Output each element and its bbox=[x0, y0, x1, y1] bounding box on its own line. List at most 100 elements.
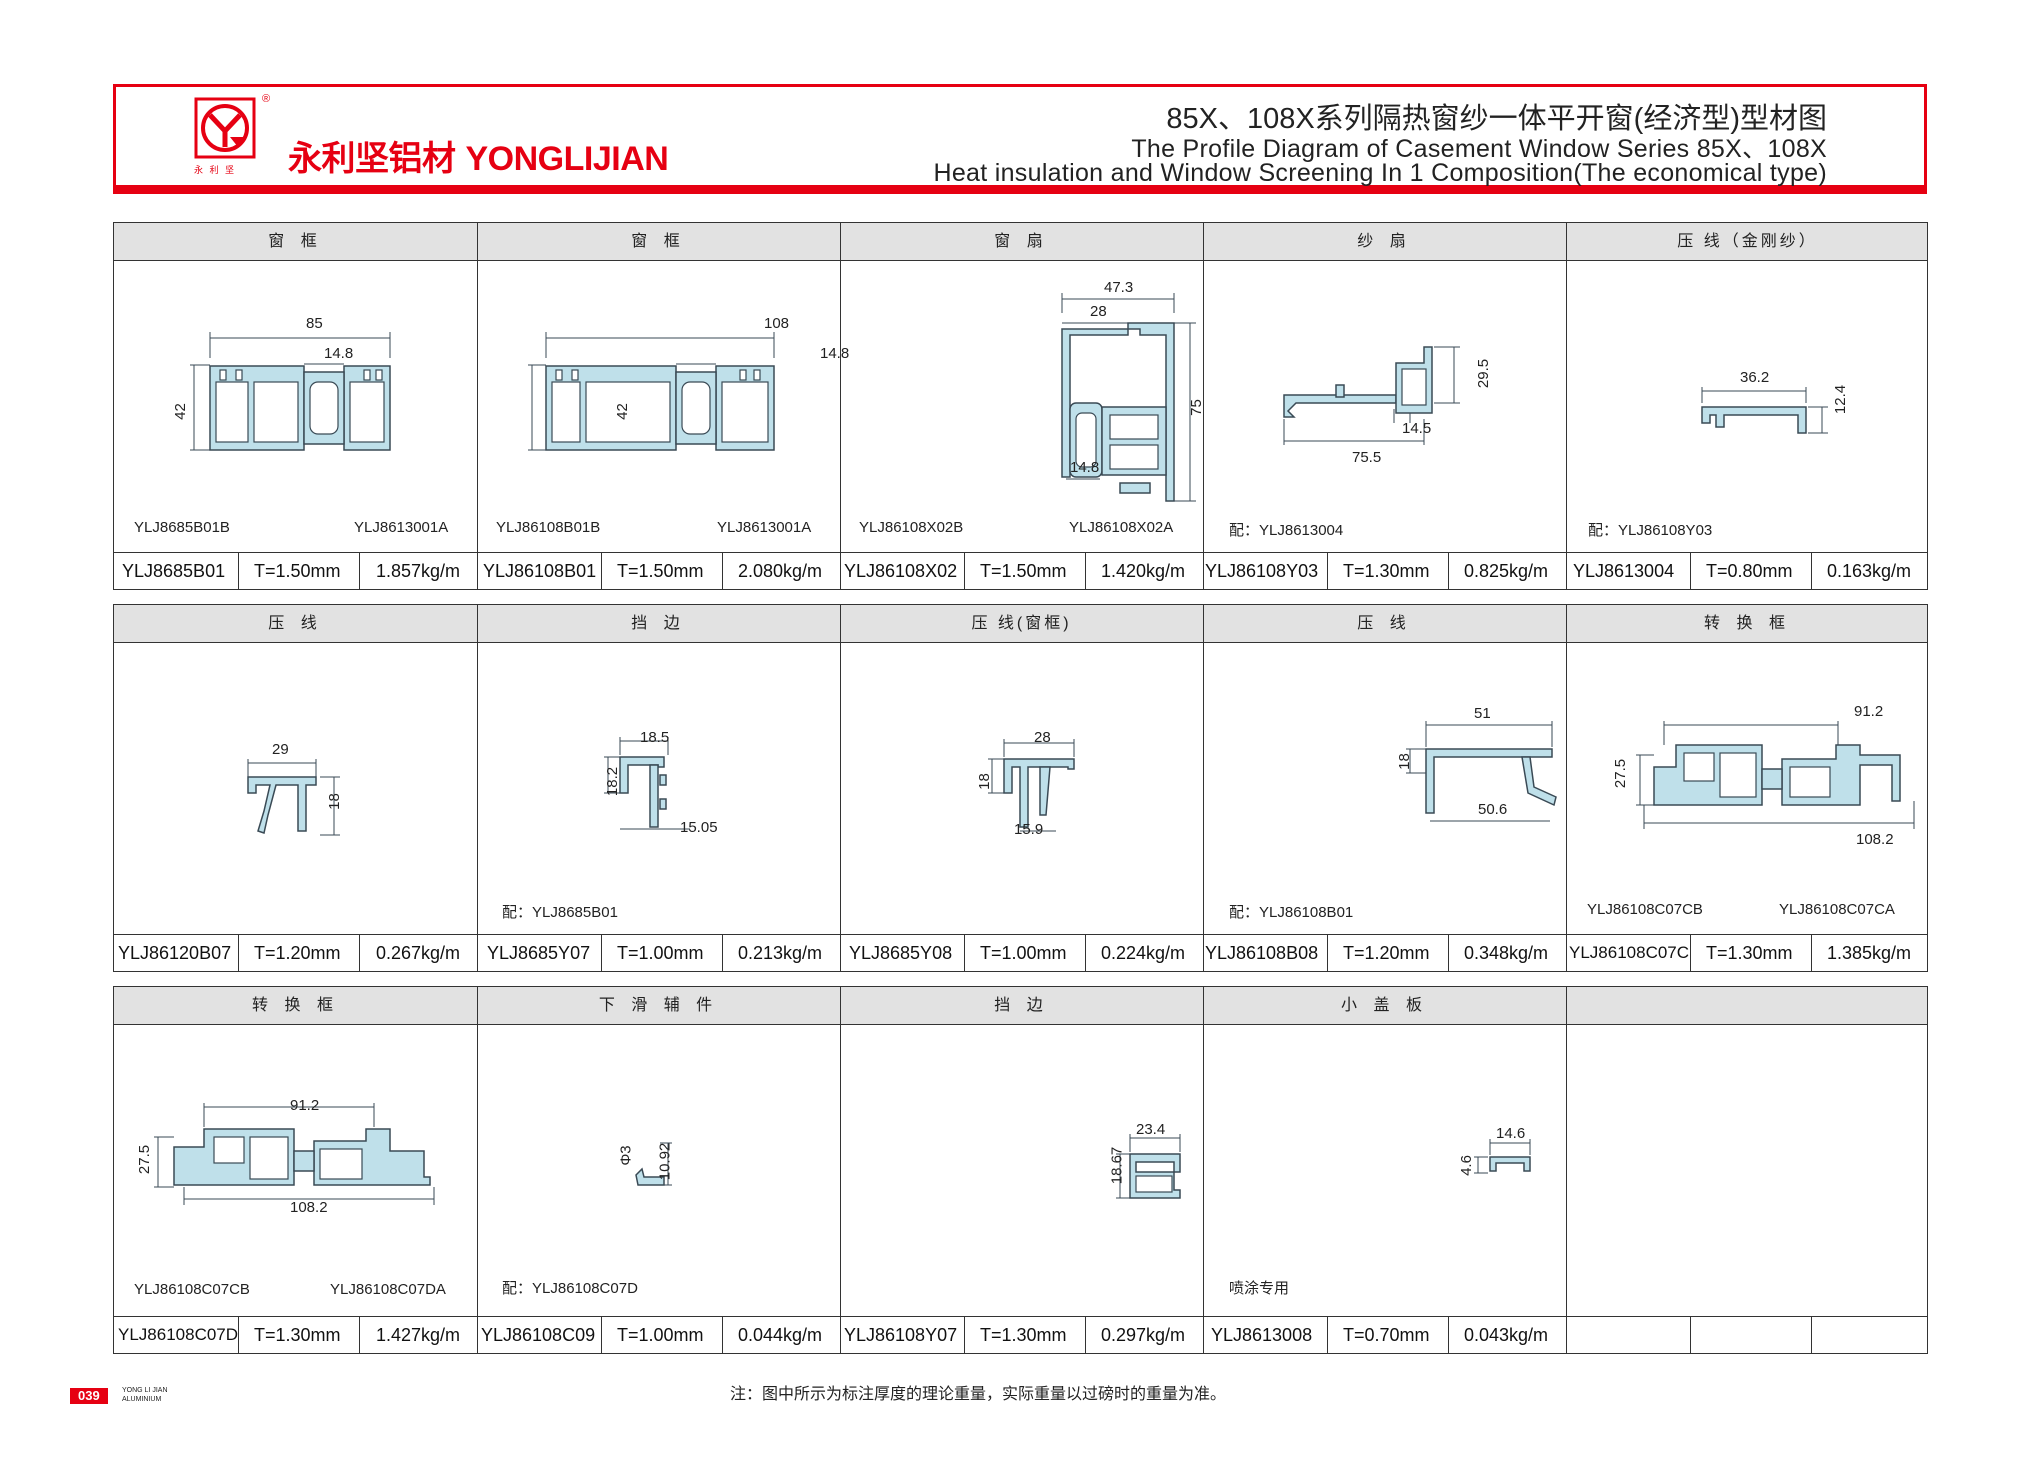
page-number: 039 bbox=[70, 1388, 108, 1404]
cell-title: 下 滑 辅 件 bbox=[598, 997, 719, 1014]
part-label: 喷涂专用 bbox=[1229, 1280, 1290, 1297]
dimension-label: 28 bbox=[1034, 729, 1051, 746]
dimension-label: 14.8 bbox=[820, 345, 850, 362]
dimension-label: 15.05 bbox=[680, 819, 718, 836]
product-code: YLJ86108X02 bbox=[844, 561, 958, 581]
logo-chars: 永 利 坚 bbox=[194, 165, 237, 175]
profile-drawing bbox=[604, 737, 690, 830]
weight: 0.213kg/m bbox=[738, 943, 823, 963]
cell-title: 压 线（金刚纱） bbox=[1677, 233, 1818, 250]
weight: 0.043kg/m bbox=[1464, 1325, 1549, 1345]
part-label: 配：YLJ8685B01 bbox=[502, 904, 618, 921]
page-caption: YONG LI JIAN ALUMINIUM bbox=[122, 1386, 168, 1404]
product-code: YLJ86108Y03 bbox=[1205, 561, 1319, 581]
dimension-label: 14.6 bbox=[1496, 1125, 1526, 1142]
caption-line1: YONG LI JIAN bbox=[122, 1387, 168, 1394]
profile-row-2: 压 线 挡 边 压 线(窗框) 压 线 转 换 框 29 18 18.5 18.… bbox=[113, 604, 1928, 972]
caption-line2: ALUMINIUM bbox=[122, 1396, 162, 1403]
thickness: T=1.00mm bbox=[980, 943, 1067, 963]
product-code: YLJ86108B08 bbox=[1205, 943, 1319, 963]
dimension-label: 12.4 bbox=[1832, 384, 1850, 415]
dimension-label: 4.6 bbox=[1457, 1155, 1475, 1176]
cell-title: 窗 框 bbox=[268, 233, 323, 250]
part-label: 配：YLJ86108B01 bbox=[1229, 904, 1354, 921]
cell-title bbox=[1566, 987, 1929, 1025]
dimension-label: 50.6 bbox=[1478, 801, 1508, 818]
spec-row: YLJ8685B01 T=1.50mm 1.857kg/m YLJ86108B0… bbox=[114, 552, 1927, 589]
product-code: YLJ86108C07C bbox=[1569, 943, 1690, 962]
profile-drawing bbox=[1116, 1134, 1181, 1199]
profile-drawing bbox=[1701, 387, 1828, 434]
profile-drawing bbox=[1474, 1139, 1531, 1174]
part-label: 配：YLJ86108C07D bbox=[502, 1280, 638, 1297]
cell-title: 压 线 bbox=[268, 615, 323, 632]
weight: 1.857kg/m bbox=[376, 561, 461, 581]
dimension-label: 36.2 bbox=[1740, 369, 1770, 386]
product-code: YLJ86120B07 bbox=[118, 943, 232, 963]
dimension-label: 108 bbox=[764, 315, 790, 332]
dimension-label: 18 bbox=[975, 773, 993, 790]
cell-title: 窗 扇 bbox=[994, 233, 1049, 250]
dimension-label: 51 bbox=[1474, 705, 1491, 722]
profile-drawing bbox=[247, 759, 340, 836]
footnote: 注：图中所示为标注厚度的理论重量，实际重量以过磅时的重量为准。 bbox=[730, 1386, 1227, 1403]
thickness: T=0.80mm bbox=[1706, 561, 1793, 581]
thickness: T=1.30mm bbox=[1343, 561, 1430, 581]
thickness: T=1.50mm bbox=[617, 561, 704, 581]
weight: 0.163kg/m bbox=[1827, 561, 1912, 581]
dimension-label: 27.5 bbox=[1612, 758, 1630, 789]
header-row: 转 换 框 下 滑 辅 件 挡 边 小 盖 板 bbox=[114, 987, 1927, 1025]
product-code: YLJ86108C07D bbox=[118, 1325, 239, 1344]
weight: 0.044kg/m bbox=[738, 1325, 823, 1345]
dimension-label: 75 bbox=[1187, 399, 1205, 416]
part-label: YLJ86108C07CB bbox=[1587, 901, 1703, 918]
dimension-label: 23.4 bbox=[1136, 1121, 1166, 1138]
cell-title: 转 换 框 bbox=[252, 997, 339, 1014]
thickness: T=1.50mm bbox=[254, 561, 341, 581]
dimension-label: 18 bbox=[1395, 753, 1413, 770]
spec-row: YLJ86120B07 T=1.20mm 0.267kg/m YLJ8685Y0… bbox=[114, 934, 1927, 971]
dimension-label: Φ3 bbox=[617, 1145, 635, 1166]
part-label: YLJ86108B01B bbox=[496, 519, 601, 536]
part-label: YLJ86108C07CB bbox=[134, 1281, 250, 1298]
yonglijian-logo-icon bbox=[194, 97, 256, 159]
title-en-line2: Heat insulation and Window Screening In … bbox=[933, 159, 1827, 187]
profile-drawing bbox=[190, 332, 391, 451]
product-code: YLJ86108Y07 bbox=[844, 1325, 958, 1345]
thickness: T=1.50mm bbox=[980, 561, 1067, 581]
thickness: T=1.00mm bbox=[617, 943, 704, 963]
product-code: YLJ86108C09 bbox=[481, 1325, 596, 1345]
thickness: T=1.20mm bbox=[1343, 943, 1430, 963]
product-code: YLJ8613004 bbox=[1573, 561, 1675, 581]
cell-title: 压 线 bbox=[1357, 615, 1412, 632]
thickness: T=1.00mm bbox=[617, 1325, 704, 1345]
dimension-label: 28 bbox=[1090, 303, 1107, 320]
cell-title: 挡 边 bbox=[631, 615, 686, 632]
cell-title: 挡 边 bbox=[994, 997, 1049, 1014]
thickness: T=1.20mm bbox=[254, 943, 341, 963]
profile-drawing bbox=[1061, 293, 1196, 502]
part-label: YLJ86108X02A bbox=[1069, 519, 1174, 536]
product-code: YLJ8685B01 bbox=[122, 561, 226, 581]
product-code: YLJ8685Y08 bbox=[849, 943, 953, 963]
part-label: YLJ86108C07DA bbox=[330, 1281, 446, 1298]
profile-drawing bbox=[154, 1103, 435, 1205]
dimension-label: 18.5 bbox=[640, 729, 670, 746]
profile-drawing bbox=[1636, 721, 1915, 829]
dimension-label: 14.8 bbox=[324, 345, 354, 362]
part-label: YLJ8613001A bbox=[354, 519, 449, 536]
profile-drawing bbox=[528, 332, 775, 451]
weight: 0.224kg/m bbox=[1101, 943, 1186, 963]
cell-title: 纱 扇 bbox=[1357, 233, 1412, 250]
weight: 0.267kg/m bbox=[376, 943, 461, 963]
part-label: YLJ86108X02B bbox=[859, 519, 964, 536]
thickness: T=1.30mm bbox=[254, 1325, 341, 1345]
dimension-label: 15.9 bbox=[1014, 821, 1044, 838]
dimension-label: 42 bbox=[613, 403, 631, 420]
registered-mark: ® bbox=[262, 93, 271, 105]
dimension-label: 91.2 bbox=[1854, 703, 1884, 720]
cell-title: 小 盖 板 bbox=[1341, 997, 1428, 1014]
dimension-label: 18.67 bbox=[1108, 1146, 1126, 1185]
